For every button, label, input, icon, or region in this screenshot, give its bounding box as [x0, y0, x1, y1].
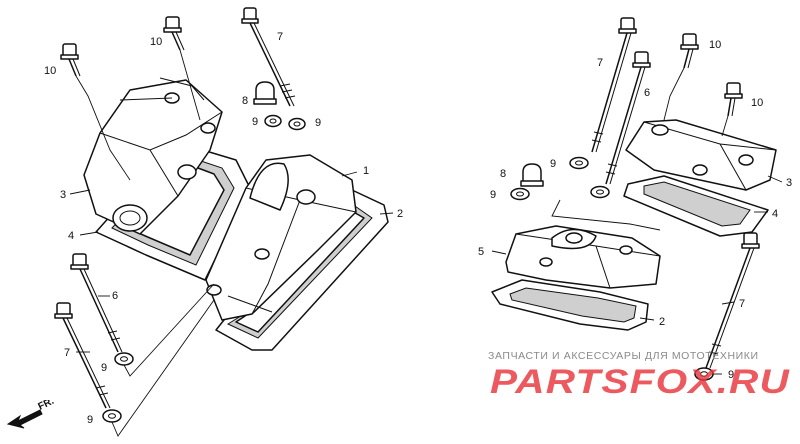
washer-9-left-mid — [114, 352, 134, 366]
bolt-7-left-top — [241, 7, 296, 107]
callout-left-7-bottom: 7 — [64, 347, 70, 359]
callout-right-4: 4 — [772, 208, 778, 220]
callout-left-8: 8 — [242, 95, 248, 107]
gasket-2-right — [491, 279, 649, 331]
head-cover-1-left — [205, 154, 357, 321]
cap-nut-8-left — [253, 81, 277, 105]
callout-left-6: 6 — [112, 290, 118, 302]
callout-right-7-top: 7 — [597, 57, 603, 69]
head-cover-3-left — [83, 77, 223, 235]
bolt-10-left-top — [163, 16, 185, 51]
callout-left-9a: 9 — [252, 116, 258, 128]
gasket-2-left — [215, 189, 389, 351]
front-arrow-label: FR. — [36, 400, 55, 413]
gasket-4-left — [95, 141, 251, 281]
bolt-7-left-bottom — [54, 302, 111, 409]
callout-right-9b: 9 — [490, 189, 496, 201]
callout-left-10: 10 — [44, 65, 56, 77]
callouts: 10 7 10 8 9 9 1 3 2 4 6 7 9 9 10 7 6 10 … — [44, 31, 792, 426]
bolt-6-right — [605, 51, 651, 185]
right-assembly — [491, 17, 783, 381]
washer-9-right-b — [590, 185, 610, 199]
head-cover-3-right — [625, 119, 777, 191]
callout-left-7-top: 7 — [277, 31, 283, 43]
callout-right-8: 8 — [500, 168, 506, 180]
bolt-6-left — [70, 253, 123, 353]
callout-right-10-top: 10 — [709, 39, 721, 51]
washer-9-left-upper-b — [288, 117, 306, 131]
bolt-10-left — [60, 43, 81, 77]
bolt-10-right — [724, 82, 743, 117]
callout-right-9c: 9 — [728, 369, 734, 381]
watermark-caption: ЗАПЧАСТИ И АКСЕССУАРЫ ДЛЯ МОТОТЕХНИКИ — [488, 350, 759, 362]
callout-left-2: 2 — [397, 208, 403, 220]
washer-9-left-upper-a — [264, 114, 282, 128]
washer-9-right-a — [569, 156, 589, 170]
bolt-7-right-top — [591, 17, 637, 153]
callout-left-4: 4 — [68, 230, 74, 242]
callout-right-6: 6 — [644, 87, 650, 99]
gasket-4-right — [623, 175, 769, 237]
bolt-7-right-bottom — [705, 232, 760, 369]
callout-left-3: 3 — [60, 189, 66, 201]
front-direction-arrow: FR. — [6, 400, 56, 429]
watermark-logo: PARTSFOX.RU — [490, 363, 791, 401]
callout-left-1: 1 — [363, 165, 369, 177]
callout-right-5: 5 — [478, 246, 484, 258]
washer-9-left-bottom — [102, 409, 122, 423]
head-cover-5-right — [505, 225, 661, 289]
callout-left-9d: 9 — [87, 414, 93, 426]
callout-right-9a: 9 — [550, 158, 556, 170]
washer-9-right-c — [510, 187, 530, 201]
callout-left-10-top: 10 — [150, 36, 162, 48]
left-assembly — [54, 7, 394, 437]
callout-right-2: 2 — [659, 316, 665, 328]
watermark-logo-text: PARTSFOX.RU — [490, 363, 791, 401]
callout-right-10: 10 — [751, 97, 763, 109]
callout-left-9c: 9 — [101, 362, 107, 374]
callout-right-7-bottom: 7 — [739, 298, 745, 310]
cap-nut-8-right — [520, 163, 544, 187]
bolt-10-right-top — [680, 33, 699, 69]
callout-left-9b: 9 — [315, 117, 321, 129]
callout-right-3: 3 — [786, 177, 792, 189]
